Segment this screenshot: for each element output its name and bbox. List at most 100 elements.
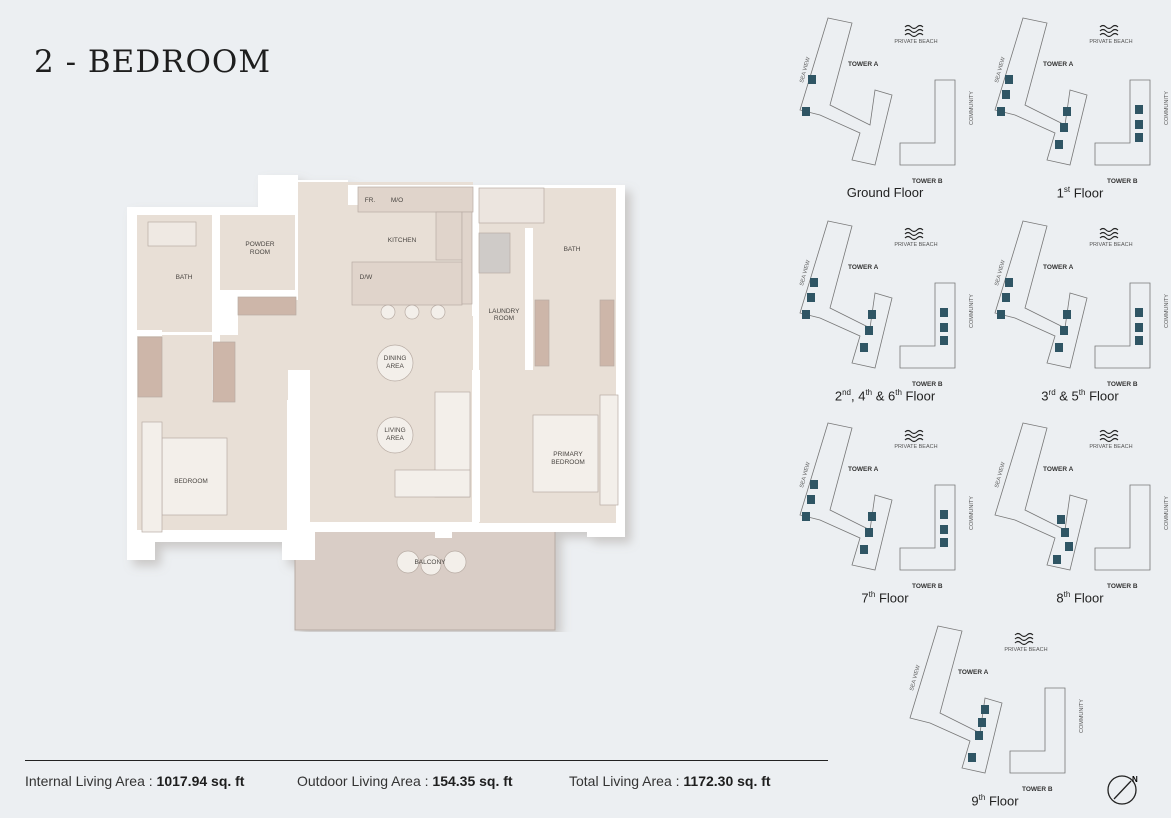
tower-b-outline [1094,282,1151,369]
tower-b-outline [1094,484,1151,571]
dishwasher-label: D/W [360,274,374,281]
divider [25,760,828,761]
community-label: COMMUNITY [969,496,975,530]
room-label-kitchen: KITCHEN [388,237,417,244]
tower-b-outline [899,79,956,166]
floor-label: Ground Floor [846,185,924,200]
tower-a-outline [994,422,1088,571]
tower-a-outline [799,220,893,369]
community-label: COMMUNITY [1079,699,1085,733]
tower-b-outline [1094,79,1151,166]
room-label-dining-2: AREA [386,363,404,370]
room-label-dining: DINING [384,355,407,362]
room-label-primary-bedroom-2: BEDROOM [551,459,585,466]
page-title: 2 - BEDROOM [34,44,272,80]
tower-a-label: TOWER A [848,61,879,68]
private-beach-label: PRIVATE BEACH [894,39,937,45]
keyplan-eighth: PRIVATE BEACH TOWER A TOWER B SEA VIEW C… [985,420,1171,615]
room-label-bedroom: BEDROOM [174,478,208,485]
private-beach-label: PRIVATE BEACH [1089,242,1132,248]
floor-label: 2nd, 4th & 6th Floor [834,388,936,404]
private-beach-label: PRIVATE BEACH [894,242,937,248]
room-label-living: LIVING [384,427,405,434]
unit-highlights [802,278,948,352]
outdoor-area-label: Outdoor Living Area : [297,773,429,789]
unit-highlights [802,75,816,116]
keyplan-typical: PRIVATE BEACH TOWER A TOWER B SEA VIEW C… [985,218,1171,413]
tower-b-label: TOWER B [1107,178,1138,185]
unit-highlights [802,480,948,554]
north-arrow-icon: N [1107,775,1138,805]
tower-a-label: TOWER A [1043,61,1074,68]
outdoor-area: Outdoor Living Area : 154.35 sq. ft [297,773,513,789]
tower-a-outline [799,422,893,571]
community-label: COMMUNITY [969,294,975,328]
waves-icon [1099,24,1119,38]
unit-highlights [997,75,1143,149]
waves-icon [904,429,924,443]
tower-b-label: TOWER B [912,178,943,185]
community-label: COMMUNITY [1164,294,1170,328]
room-label-laundry: LAUNDRY [489,308,521,315]
tower-a-label: TOWER A [848,466,879,473]
internal-area: Internal Living Area : 1017.94 sq. ft [25,773,244,789]
balcony-area [294,529,556,631]
tower-b-label: TOWER B [1107,583,1138,590]
floor-label: 3rd & 5th Floor [1041,388,1119,404]
unit-highlights [968,705,989,762]
room-label-powder: POWDER [245,241,275,248]
room-label-balcony: BALCONY [414,559,446,566]
private-beach-label: PRIVATE BEACH [1089,444,1132,450]
keyplan-ground: PRIVATE BEACH TOWER A TOWER B SEA VIEW C… [790,15,980,210]
waves-icon [904,227,924,241]
tower-b-outline [899,282,956,369]
tower-a-outline [909,625,1003,774]
keyplan-typical: PRIVATE BEACH TOWER A TOWER B SEA VIEW C… [790,420,980,615]
tower-a-outline [799,17,893,166]
floor-label: 8th Floor [1056,590,1104,606]
microwave-label: M/O [391,197,403,204]
total-area: Total Living Area : 1172.30 sq. ft [569,773,771,789]
unit-highlights [1053,515,1073,564]
room-label-laundry-2: ROOM [494,315,514,322]
total-area-value: 1172.30 sq. ft [683,773,771,789]
waves-icon [904,24,924,38]
waves-icon [1099,227,1119,241]
community-label: COMMUNITY [1164,496,1170,530]
total-area-label: Total Living Area : [569,773,680,789]
keyplan-first: PRIVATE BEACH TOWER A TOWER B SEA VIEW C… [985,15,1171,210]
tower-b-label: TOWER B [912,381,943,388]
room-label-powder-2: ROOM [250,249,270,256]
floor-label: 9th Floor [971,793,1019,809]
tower-b-label: TOWER B [1022,786,1053,793]
keyplan-ninth: PRIVATE BEACH TOWER A TOWER B SEA VIEW C… [900,623,1090,818]
floor-label: 1st Floor [1056,185,1104,201]
waves-icon [1014,632,1034,646]
floor-label: 7th Floor [861,590,909,606]
tower-a-outline [994,220,1088,369]
tower-a-label: TOWER A [1043,466,1074,473]
community-label: COMMUNITY [969,91,975,125]
tower-a-label: TOWER A [958,669,989,676]
internal-area-value: 1017.94 sq. ft [156,773,245,789]
north-label: N [1132,775,1138,784]
private-beach-label: PRIVATE BEACH [1004,647,1047,653]
room-label-bath: BATH [176,274,193,281]
private-beach-label: PRIVATE BEACH [1089,39,1132,45]
fridge-label: FR. [365,197,376,204]
tower-b-label: TOWER B [912,583,943,590]
room-label-living-2: AREA [386,435,404,442]
keyplan-typical: PRIVATE BEACH TOWER A TOWER B SEA VIEW C… [790,218,980,413]
tower-b-outline [899,484,956,571]
room-label-bath-primary: BATH [564,246,581,253]
tower-a-label: TOWER A [848,264,879,271]
room-label-primary-bedroom: PRIMARY [553,451,583,458]
tower-b-outline [1009,687,1066,774]
private-beach-label: PRIVATE BEACH [894,444,937,450]
tower-a-label: TOWER A [1043,264,1074,271]
sea-view-label: SEA VIEW [909,664,922,692]
tower-a-outline [994,17,1088,166]
tower-b-label: TOWER B [1107,381,1138,388]
waves-icon [1099,429,1119,443]
internal-area-label: Internal Living Area : [25,773,153,789]
